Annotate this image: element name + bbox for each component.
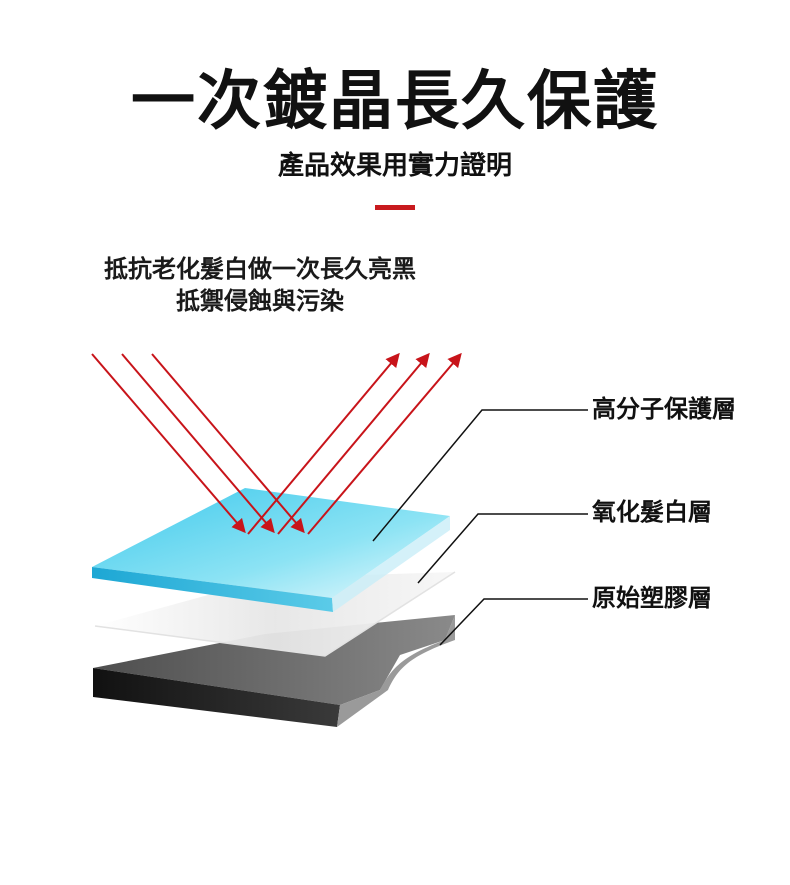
- oxidized-layer-top: [95, 572, 455, 656]
- protective-layer-top: [92, 488, 450, 598]
- accent-bar: [375, 205, 415, 210]
- protective-layer: [92, 488, 450, 612]
- incoming-arrows: [91, 353, 305, 534]
- label-plastic-layer: 原始塑膠層: [592, 584, 712, 612]
- page-title: 一次鍍晶長久保護: [131, 65, 659, 139]
- plastic-layer: [93, 615, 455, 727]
- incoming-arrow-3: [151, 353, 305, 534]
- incoming-arrow-1: [91, 353, 246, 534]
- plastic-layer-front: [93, 668, 340, 727]
- label-oxidized-layer: 氧化髮白層: [592, 498, 712, 526]
- leader-line-protective: [372, 409, 588, 542]
- incoming-arrow-2: [121, 353, 275, 534]
- reflected-arrow-2: [277, 352, 430, 535]
- protective-layer-front: [92, 567, 333, 612]
- page-subtitle: 產品效果用實力證明: [277, 151, 512, 181]
- reflected-arrows: [247, 352, 462, 535]
- reflected-arrow-3: [307, 352, 462, 535]
- leader-lines: [372, 409, 588, 646]
- plastic-layer-top: [93, 615, 455, 705]
- leader-line-plastic: [439, 598, 588, 646]
- label-protective-layer: 高分子保護層: [592, 395, 736, 423]
- intro-text-line-2: 抵禦侵蝕與污染: [176, 287, 344, 315]
- oxidized-layer: [94, 571, 456, 657]
- intro-text-line-1: 抵抗老化髮白做一次長久亮黑: [104, 255, 416, 283]
- leader-line-oxidized: [417, 513, 588, 584]
- reflected-arrow-1: [247, 352, 400, 535]
- protective-layer-right: [332, 516, 450, 612]
- plastic-layer-side: [337, 615, 455, 727]
